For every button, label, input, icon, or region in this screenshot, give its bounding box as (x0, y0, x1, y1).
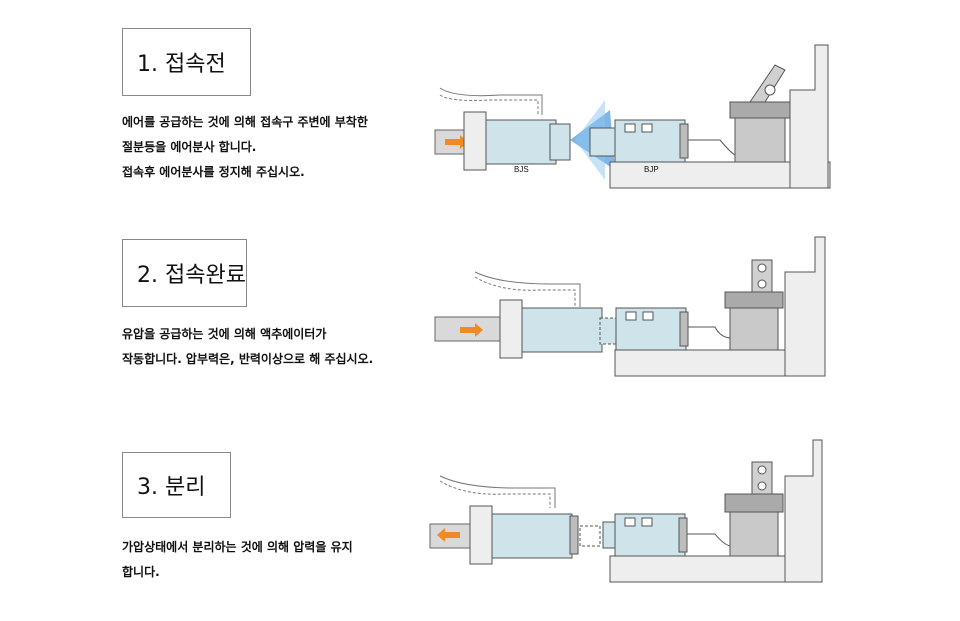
step1-line-2: 절분등을 에어분사 합니다. (122, 140, 257, 154)
step2-line-1: 유압을 공급하는 것에 의해 액추에이터가 (122, 327, 327, 341)
step1-line-3: 접속후 에어분사를 정지해 주십시오. (122, 165, 305, 179)
step1-title-box: 1. 접속전 (122, 28, 251, 96)
step2-title: 2. 접속완료 (137, 263, 246, 288)
step2-line-2: 작동합니다. 압부력은, 반력이상으로 해 주십시오. (122, 352, 374, 366)
step3-title: 3. 분리 (137, 475, 206, 500)
step1-line-1: 에어를 공급하는 것에 의해 접속구 주변에 부착한 (122, 115, 368, 129)
step3-line-1: 가압상태에서 분리하는 것에 의해 압력을 유지 (122, 540, 353, 554)
flow-arrow-right-icon (460, 323, 483, 337)
bjp-label: BJP (644, 165, 659, 174)
step1-illustration: BJS BJP (434, 44, 831, 189)
flow-arrow-left-icon (437, 528, 460, 542)
step3-illustration (429, 439, 823, 583)
step3-description: 가압상태에서 분리하는 것에 의해 압력을 유지 합니다. (122, 535, 353, 585)
step1-description: 에어를 공급하는 것에 의해 접속구 주변에 부착한 절분등을 에어분사 합니다… (122, 110, 368, 185)
flow-arrow-right-icon (445, 135, 468, 149)
bjs-label: BJS (514, 165, 529, 174)
step3-line-2: 합니다. (122, 565, 160, 579)
step3-title-box: 3. 분리 (122, 452, 231, 518)
step1-title: 1. 접속전 (137, 52, 226, 77)
step2-description: 유압을 공급하는 것에 의해 액추에이터가 작동합니다. 압부력은, 반력이상으… (122, 322, 373, 372)
step2-illustration (434, 236, 826, 377)
step2-title-box: 2. 접속완료 (122, 239, 247, 307)
